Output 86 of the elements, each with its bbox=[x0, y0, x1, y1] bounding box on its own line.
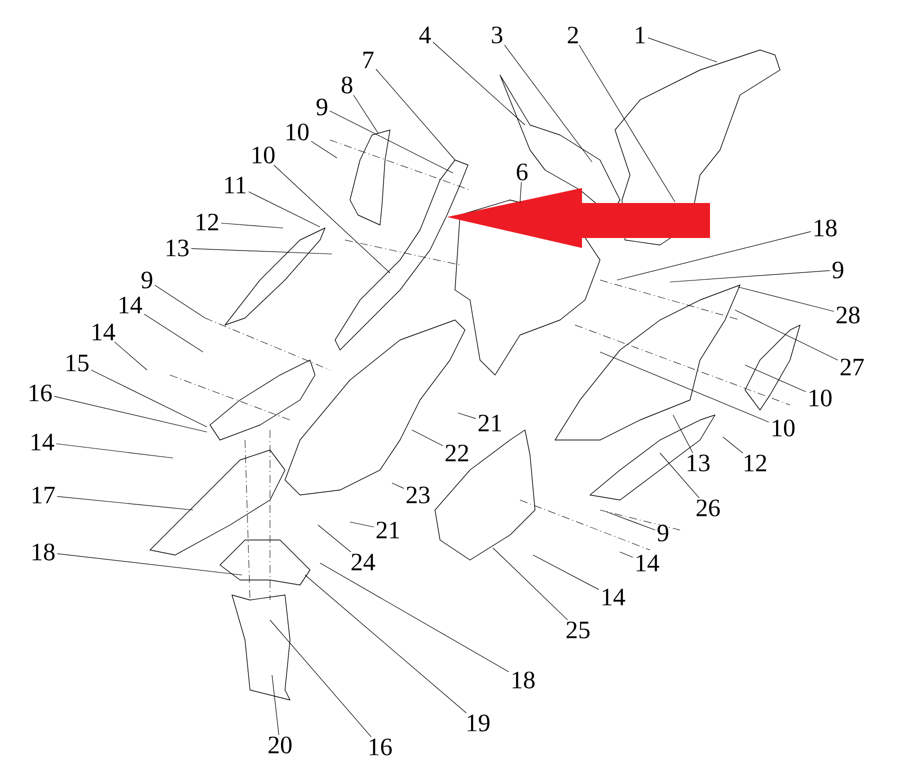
leader-line bbox=[248, 191, 320, 228]
leader-line bbox=[56, 553, 242, 576]
callout-number: 10 bbox=[252, 146, 275, 164]
leader-line bbox=[532, 554, 600, 590]
leader-line bbox=[744, 364, 806, 392]
callout-number: 14 bbox=[120, 296, 142, 314]
leader-line bbox=[520, 182, 522, 204]
leader-line bbox=[330, 110, 454, 174]
leader-line bbox=[144, 314, 204, 352]
leader-line bbox=[578, 44, 676, 202]
callout-number: 1 bbox=[636, 26, 645, 44]
leader-line bbox=[432, 42, 526, 126]
callout-number: 28 bbox=[836, 306, 860, 324]
callout-number: 12 bbox=[196, 214, 218, 230]
callout-number: 9 bbox=[832, 262, 844, 278]
leader-line bbox=[310, 140, 338, 158]
callout-number: 4 bbox=[419, 26, 431, 44]
callout-number: 10 bbox=[810, 390, 832, 406]
leader-line bbox=[672, 414, 694, 454]
leader-line bbox=[54, 396, 208, 432]
callout-number: 17 bbox=[32, 486, 55, 504]
leader-line bbox=[458, 412, 476, 419]
callout-number: 18 bbox=[512, 672, 535, 688]
leader-line bbox=[350, 522, 374, 528]
leader-line bbox=[606, 512, 656, 530]
leader-line bbox=[492, 548, 568, 620]
leader-line bbox=[376, 68, 456, 160]
callout-number: 18 bbox=[814, 220, 837, 236]
leader-line bbox=[114, 342, 148, 370]
callout-number: 25 bbox=[566, 622, 590, 638]
leader-line bbox=[320, 562, 510, 672]
callout-number: 14 bbox=[32, 434, 54, 450]
leader-line bbox=[190, 248, 332, 254]
callout-number: 23 bbox=[406, 486, 430, 504]
callout-number: 14 bbox=[92, 324, 116, 340]
callout-number: 8 bbox=[342, 76, 352, 94]
callout-number: 11 bbox=[225, 176, 246, 194]
callout-number: 13 bbox=[166, 240, 189, 256]
leader-line bbox=[56, 443, 174, 458]
callout-number: 18 bbox=[32, 544, 55, 560]
callout-number: 20 bbox=[268, 736, 292, 754]
callout-number: 21 bbox=[478, 414, 501, 432]
callout-number: 15 bbox=[66, 354, 89, 372]
callout-number: 9 bbox=[658, 524, 668, 542]
leader-line bbox=[648, 37, 718, 62]
callout-number: 3 bbox=[492, 26, 502, 44]
leader-line bbox=[318, 524, 352, 552]
callout-number: 9 bbox=[142, 272, 152, 288]
leader-line bbox=[220, 222, 284, 228]
callout-number: 7 bbox=[363, 52, 374, 68]
callout-number: 21 bbox=[376, 522, 399, 538]
callout-number: 12 bbox=[744, 454, 766, 472]
callout-number: 6 bbox=[516, 164, 528, 180]
leader-line bbox=[738, 286, 834, 312]
leader-line bbox=[412, 430, 444, 446]
leader-line bbox=[272, 674, 280, 736]
leader-line bbox=[616, 231, 812, 280]
callout-number: 16 bbox=[370, 738, 392, 756]
callout-number: 27 bbox=[840, 358, 864, 376]
callout-number: 16 bbox=[30, 384, 52, 402]
callout-number: 26 bbox=[696, 500, 720, 516]
callout-number: 13 bbox=[688, 454, 710, 472]
leader-line bbox=[90, 370, 208, 428]
callout-number: 9 bbox=[316, 98, 328, 116]
leader-line bbox=[734, 310, 838, 360]
callout-number: 2 bbox=[568, 26, 578, 44]
leader-line bbox=[620, 552, 634, 558]
leader-line bbox=[154, 284, 206, 318]
callout-number: 22 bbox=[446, 444, 468, 462]
leader-line bbox=[670, 270, 830, 282]
leader-line bbox=[304, 574, 467, 714]
callout-number: 24 bbox=[352, 554, 376, 570]
leader-line bbox=[270, 620, 372, 738]
leader-line bbox=[353, 94, 378, 134]
callout-number: 14 bbox=[636, 554, 660, 572]
leader-line bbox=[56, 496, 194, 510]
leader-line bbox=[722, 436, 744, 454]
callout-number: 10 bbox=[286, 124, 309, 140]
leader-line bbox=[600, 352, 770, 422]
callout-number: 10 bbox=[772, 420, 795, 436]
leader-line bbox=[274, 164, 390, 274]
callout-number: 19 bbox=[468, 714, 490, 732]
leader-line bbox=[660, 452, 700, 498]
leader-line bbox=[392, 482, 404, 489]
callout-number: 14 bbox=[602, 588, 626, 606]
leader-line bbox=[504, 44, 592, 162]
